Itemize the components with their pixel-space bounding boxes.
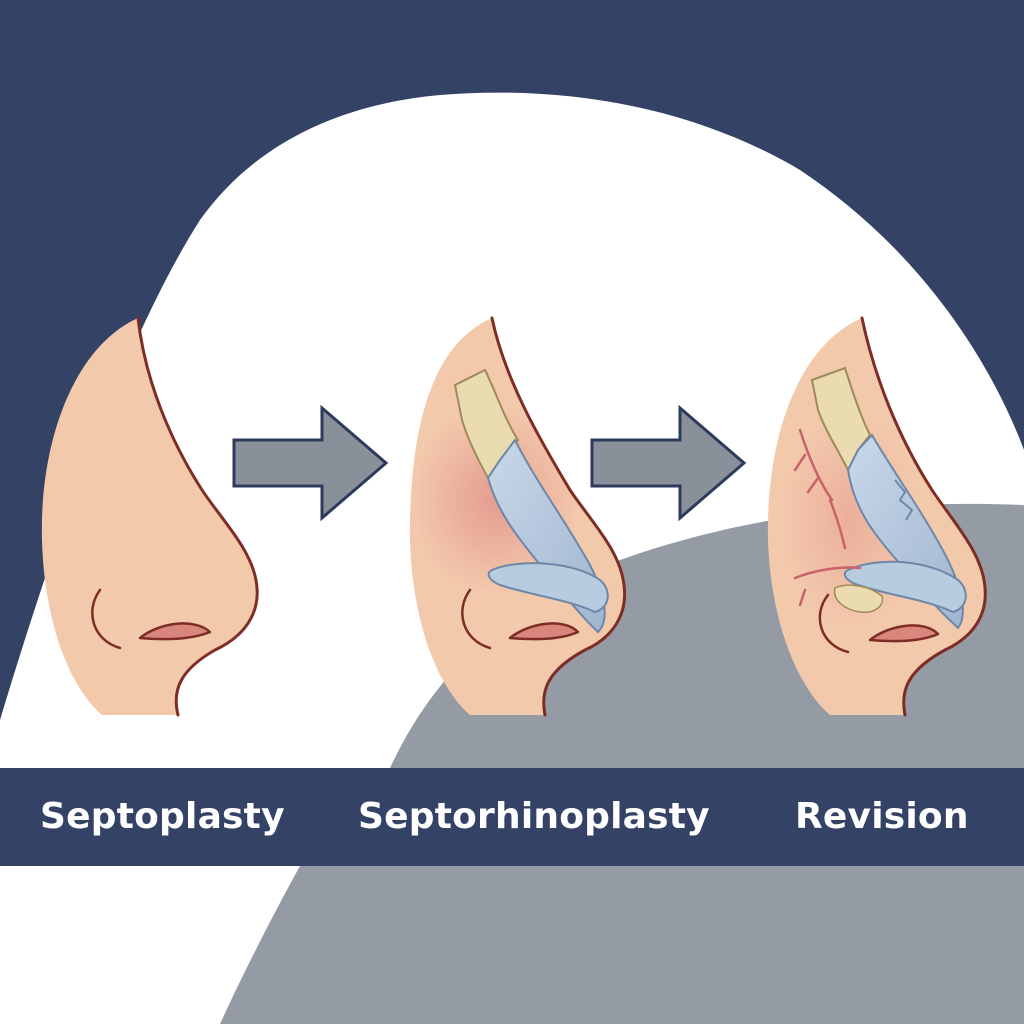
nose-1-nostril (138, 622, 212, 641)
arrow-right-icon (232, 404, 389, 522)
stage-label-septoplasty: Septoplasty (40, 796, 285, 837)
navy-background-shape (0, 0, 1024, 720)
nose-3-nostril (868, 624, 940, 643)
label-band (0, 768, 1024, 866)
nose-2-ala-line (461, 588, 492, 650)
stage-label-septorhinoplasty: Septorhinoplasty (358, 796, 710, 837)
cartilage-graft-fracture (894, 479, 914, 521)
nose-icon (409, 316, 627, 717)
gray-bottom-shape (220, 866, 1024, 1024)
scar-icon (793, 428, 862, 607)
cartilage-graft-tip (843, 560, 967, 614)
cartilage-graft-tip (487, 562, 609, 614)
nose-icon (41, 316, 259, 717)
nose-2-profile-line (490, 316, 627, 717)
stage-label-revision: Revision (795, 796, 969, 837)
bone-graft-icon (833, 584, 884, 614)
nose-3-ala-line (818, 593, 850, 654)
nose-3-profile-line (860, 316, 987, 717)
nose-1-skin (41, 318, 258, 715)
arrow-right-icon (590, 404, 747, 522)
nose-1-ala-line (91, 588, 122, 650)
nose-icon (767, 316, 987, 717)
nose-2-nostril (508, 622, 580, 641)
nose-1-profile-line (136, 316, 259, 717)
